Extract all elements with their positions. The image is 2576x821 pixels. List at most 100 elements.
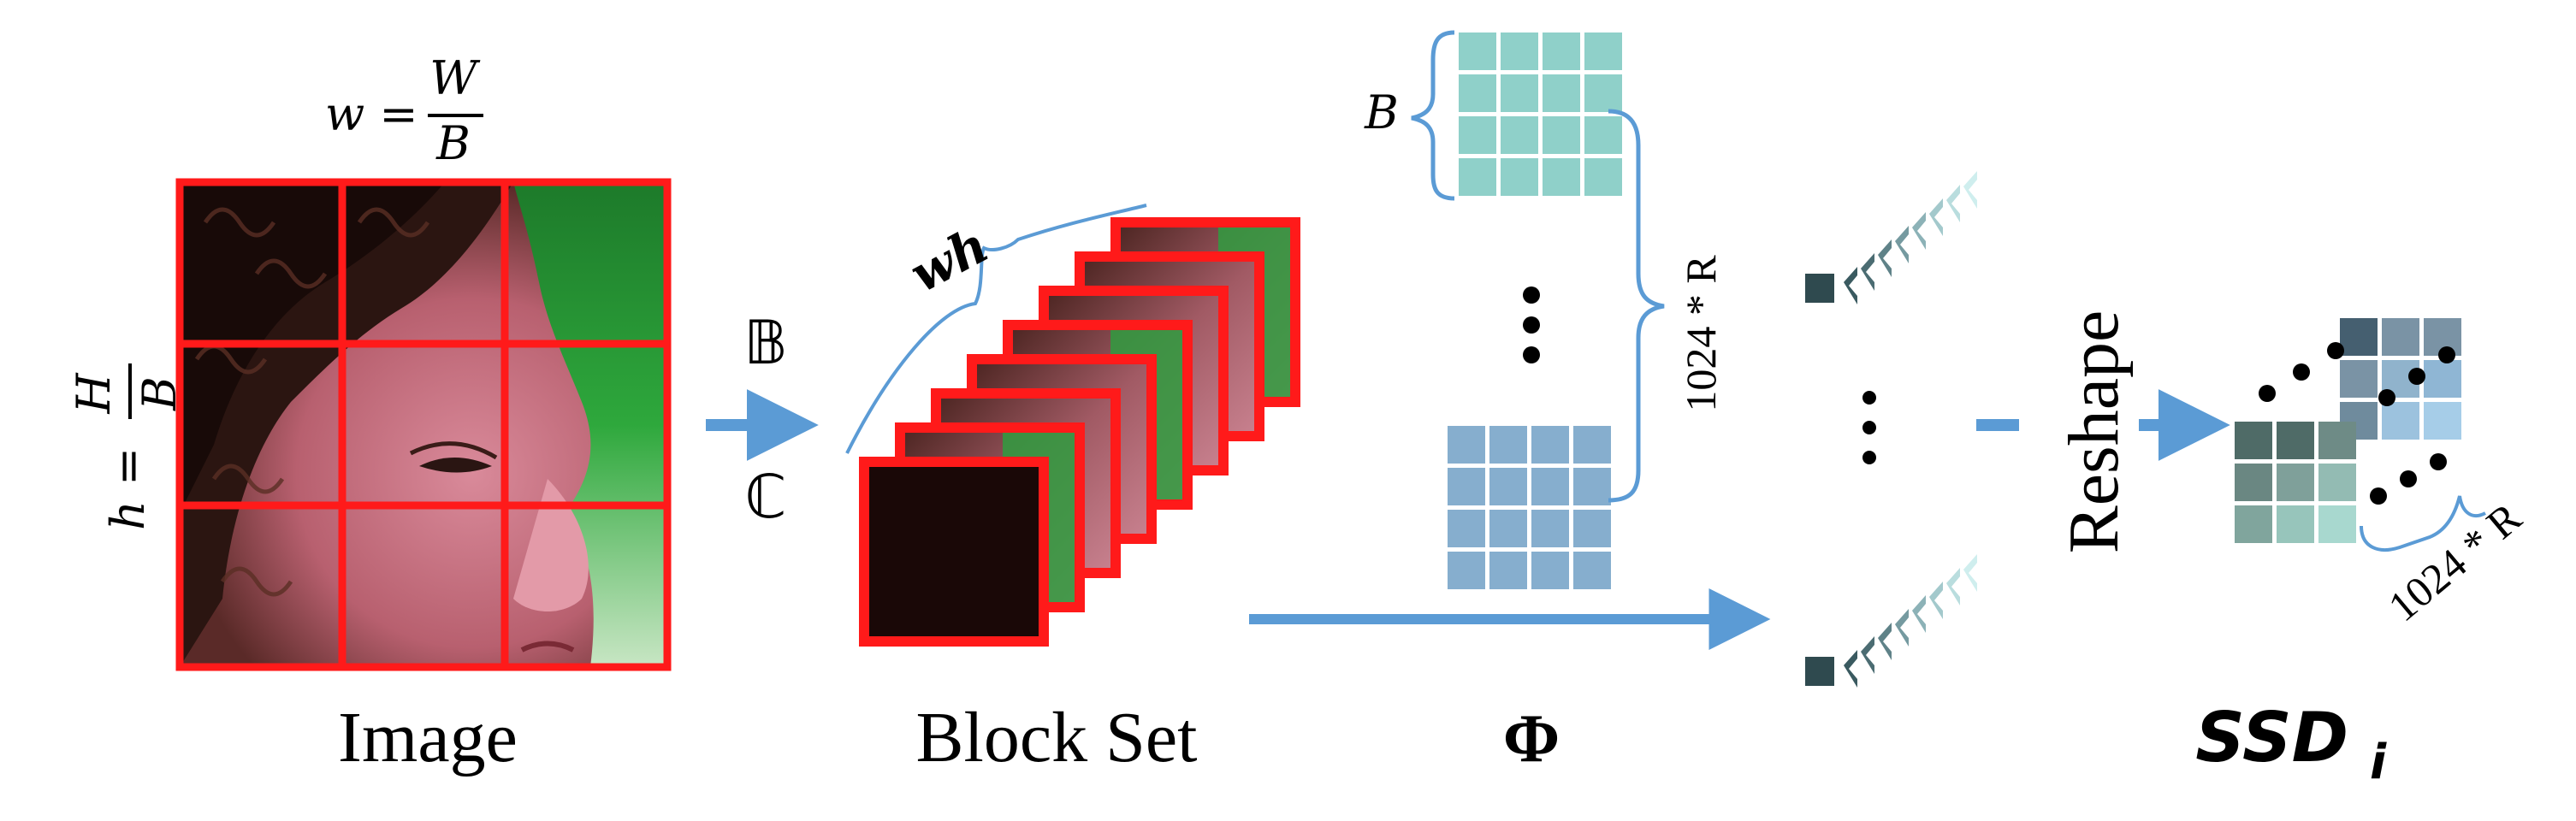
w-formula: w = W B — [325, 51, 483, 170]
phi-matrix-cell — [1531, 552, 1569, 589]
ssd-front-cell — [2318, 505, 2356, 543]
phi-matrix-cell — [1584, 74, 1622, 112]
vector-chevron — [1929, 198, 1943, 236]
ssd-matrix-front — [2235, 422, 2356, 543]
ssd-dot-8 — [2400, 470, 2417, 487]
vector-head-square — [1805, 274, 1834, 303]
measurement-vector-chevrons-icon — [1805, 171, 1977, 304]
image-grid — [175, 178, 672, 671]
vector-head-square — [1805, 657, 1834, 686]
phi-matrix-top — [1459, 32, 1622, 196]
phi-matrix-cell — [1459, 158, 1496, 196]
h-formula: h = H B — [67, 363, 187, 530]
ssd-dot-4 — [2378, 389, 2395, 406]
phi-matrix-cell — [1489, 468, 1527, 505]
ssd-back-cell — [2382, 402, 2419, 440]
ssd-dot-2 — [2293, 363, 2310, 381]
vector-chevron — [1895, 609, 1909, 647]
stacked-image-blocks-icon — [859, 217, 1300, 647]
h-lhs: h = — [101, 447, 155, 530]
phi-matrices — [1448, 32, 1622, 589]
phi-matrix-cell — [1489, 552, 1527, 589]
phi-matrix-cell — [1543, 158, 1580, 196]
bb-c-symbol: ℂ — [745, 462, 787, 532]
ssd-front-cell — [2235, 464, 2272, 501]
block-set-stack — [859, 217, 1300, 647]
ssd-dot-1 — [2259, 385, 2276, 402]
phi-matrix-cell — [1573, 552, 1611, 589]
phi-matrix-cell — [1531, 426, 1569, 464]
vector-chevron — [1844, 267, 1857, 304]
phi-matrix-cell — [1573, 426, 1611, 464]
vector-chevron — [1912, 595, 1926, 633]
ssd-label: SSD — [2195, 698, 2348, 777]
block-set-label: Block Set — [916, 698, 1198, 777]
vector-chevron — [1861, 636, 1874, 674]
ssd-back-cell — [2424, 360, 2461, 398]
phi-matrix-cell — [1543, 32, 1580, 70]
ssd-front-cell — [2235, 505, 2272, 543]
phi-matrix-cell — [1501, 158, 1538, 196]
reshape-label: Reshape — [2054, 310, 2134, 554]
phi-matrix-cell — [1531, 510, 1569, 547]
phi-matrix-cell — [1459, 32, 1496, 70]
phi-matrix-bottom — [1448, 426, 1611, 589]
vector-chevron — [1861, 253, 1874, 291]
wh-brace — [845, 204, 1147, 454]
phi-matrix-cell — [1459, 74, 1496, 112]
phi-matrix-cell — [1531, 468, 1569, 505]
ssd-front-cell — [2235, 422, 2272, 459]
phi-matrix-cell — [1448, 468, 1485, 505]
ssd-back-cell — [2340, 318, 2378, 356]
vector-chevron — [1878, 623, 1892, 660]
matrix-b-label: B — [1364, 86, 1399, 139]
phi-matrix-cell — [1459, 116, 1496, 154]
phi-matrix-cell — [1584, 116, 1622, 154]
ssd-matrix — [2235, 318, 2461, 543]
image-block-frame — [859, 457, 1049, 647]
phi-dot-1 — [1523, 286, 1540, 304]
phi-label: Φ — [1503, 701, 1560, 777]
child-face-photo-icon — [180, 182, 667, 667]
ssd-front-cell — [2318, 422, 2356, 459]
phi-matrix-cell — [1489, 510, 1527, 547]
phi-matrix-cell — [1448, 552, 1485, 589]
ssd-front-cell — [2277, 464, 2314, 501]
b-brace — [1411, 30, 1455, 201]
h-denominator: B — [133, 376, 187, 411]
ssd-back-cell — [2382, 318, 2419, 356]
rows-brace — [1608, 109, 1665, 503]
h-numerator: H — [67, 373, 121, 415]
ssd-dot-7 — [2370, 487, 2387, 505]
vector-chevron — [1912, 212, 1926, 250]
vector-chevron — [1946, 568, 1960, 605]
ssd-dot-5 — [2408, 368, 2425, 385]
ssd-front-cell — [2318, 464, 2356, 501]
ssd-dot-9 — [2430, 453, 2447, 470]
vector-chevron — [1878, 239, 1892, 277]
phi-matrix-cell — [1448, 426, 1485, 464]
vector-chevron — [1929, 582, 1943, 619]
ssd-dot-3 — [2327, 342, 2344, 359]
phi-matrix-cell — [1573, 510, 1611, 547]
phi-matrix-cell — [1448, 510, 1485, 547]
phi-matrix-cell — [1501, 32, 1538, 70]
ssd-brace — [2360, 495, 2486, 552]
bb-b-symbol: 𝔹 — [743, 308, 787, 378]
measurement-vectors — [1805, 171, 1977, 688]
phi-matrix-cell — [1584, 32, 1622, 70]
phi-matrix-cell — [1573, 468, 1611, 505]
w-numerator: W — [429, 51, 481, 105]
w-denominator: B — [435, 116, 471, 170]
ssd-back-cell — [2424, 402, 2461, 440]
phi-matrix-cell — [1501, 116, 1538, 154]
phi-dot-3 — [1523, 346, 1540, 363]
ssd-front-cell — [2277, 505, 2314, 543]
phi-matrix-cell — [1543, 74, 1580, 112]
vector-chevron — [1963, 554, 1977, 592]
rows-1024r-label: 1024 * R — [1677, 255, 1725, 412]
ssd-back-cell — [2340, 360, 2378, 398]
vector-chevron — [1946, 185, 1960, 222]
vector-dot-1 — [1862, 391, 1876, 405]
